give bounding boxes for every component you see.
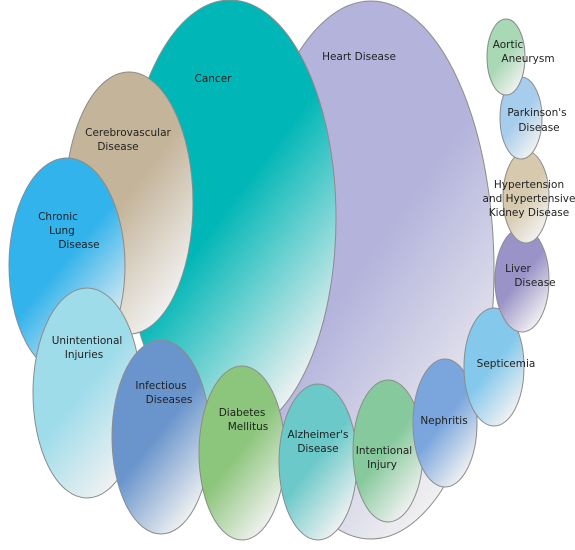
bubble-shape-alzheimer-s-disease bbox=[278, 383, 358, 541]
bubble-label-septicemia: Septicemia bbox=[477, 358, 536, 370]
bubble-shape-septicemia bbox=[463, 307, 525, 427]
bubble-septicemia: Septicemia bbox=[463, 307, 536, 427]
bubble-shape-aortic-aneurysm bbox=[486, 18, 526, 96]
bubble-shape-nephritis bbox=[412, 358, 478, 488]
bubble-label-cancer: Cancer bbox=[195, 73, 233, 85]
bubble-label-nephritis: Nephritis bbox=[420, 415, 467, 427]
bubble-label-heart-disease: Heart Disease bbox=[322, 51, 396, 63]
bubble-nephritis: Nephritis bbox=[412, 358, 478, 488]
bubble-shape-infectious-diseases bbox=[111, 339, 211, 535]
bubble-shape-diabetes-mellitus bbox=[198, 365, 286, 541]
